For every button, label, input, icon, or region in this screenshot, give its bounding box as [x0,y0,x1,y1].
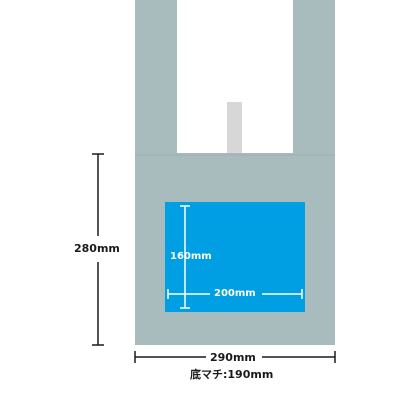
bag-width-dimension [134,351,336,363]
gusset-label: 底マチ:190mm [190,368,274,381]
print-height-dimension [180,205,190,309]
bag-height-label: 280mm [74,242,120,255]
print-width-label: 200mm [214,288,256,299]
bag-width-label: 290mm [210,351,256,364]
bag-height-dimension [92,153,104,346]
inner-strip [227,102,242,155]
right-handle [293,0,335,155]
left-handle [135,0,177,155]
print-width-dimension [167,289,303,299]
print-height-label: 160mm [170,251,212,262]
